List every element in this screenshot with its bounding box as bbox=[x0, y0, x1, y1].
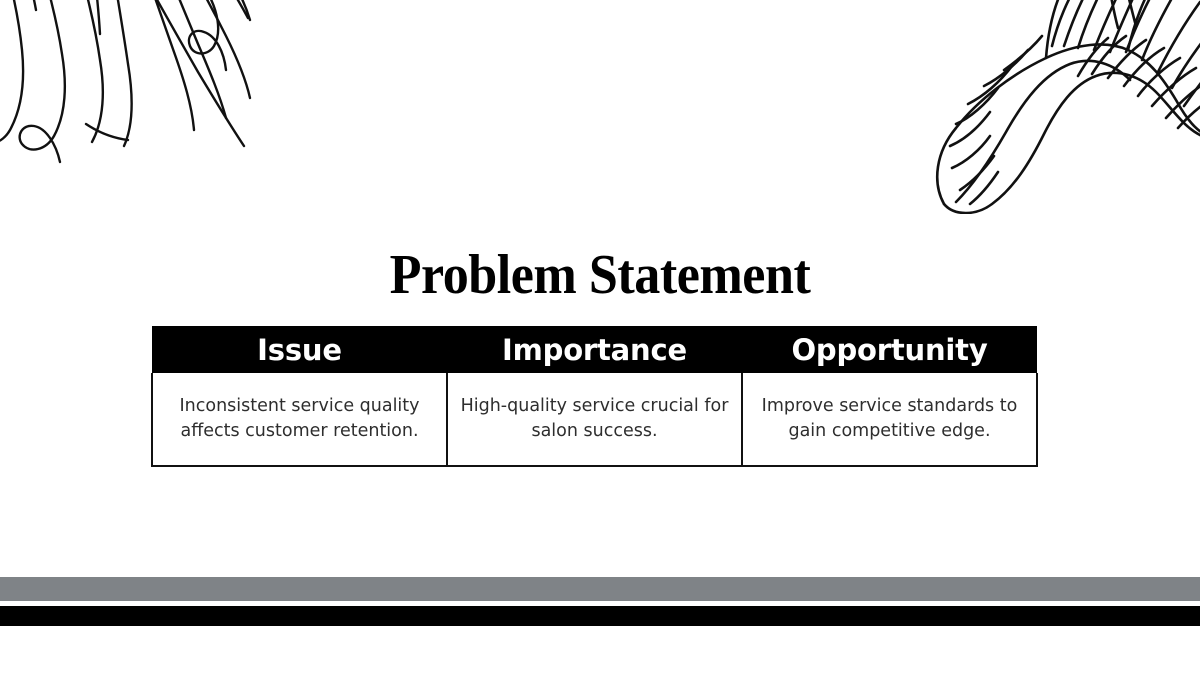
page-title: Problem Statement bbox=[389, 243, 811, 306]
cell-opportunity: Improve service standards to gain compet… bbox=[741, 373, 1038, 467]
cell-importance: High-quality service crucial for salon s… bbox=[446, 373, 743, 467]
table-row: Inconsistent service quality affects cus… bbox=[151, 373, 1038, 467]
problem-statement-table: Issue Importance Opportunity Inconsisten… bbox=[151, 326, 1038, 467]
footer-bar-black bbox=[0, 606, 1200, 626]
column-header-opportunity: Opportunity bbox=[742, 326, 1037, 373]
column-header-issue: Issue bbox=[152, 326, 447, 373]
table-header-row: Issue Importance Opportunity bbox=[152, 326, 1037, 373]
cell-issue: Inconsistent service quality affects cus… bbox=[151, 373, 448, 467]
monstera-leaf-icon bbox=[0, 0, 252, 168]
footer-bar-gray bbox=[0, 577, 1200, 601]
column-header-importance: Importance bbox=[447, 326, 742, 373]
banana-leaf-icon bbox=[928, 0, 1200, 214]
